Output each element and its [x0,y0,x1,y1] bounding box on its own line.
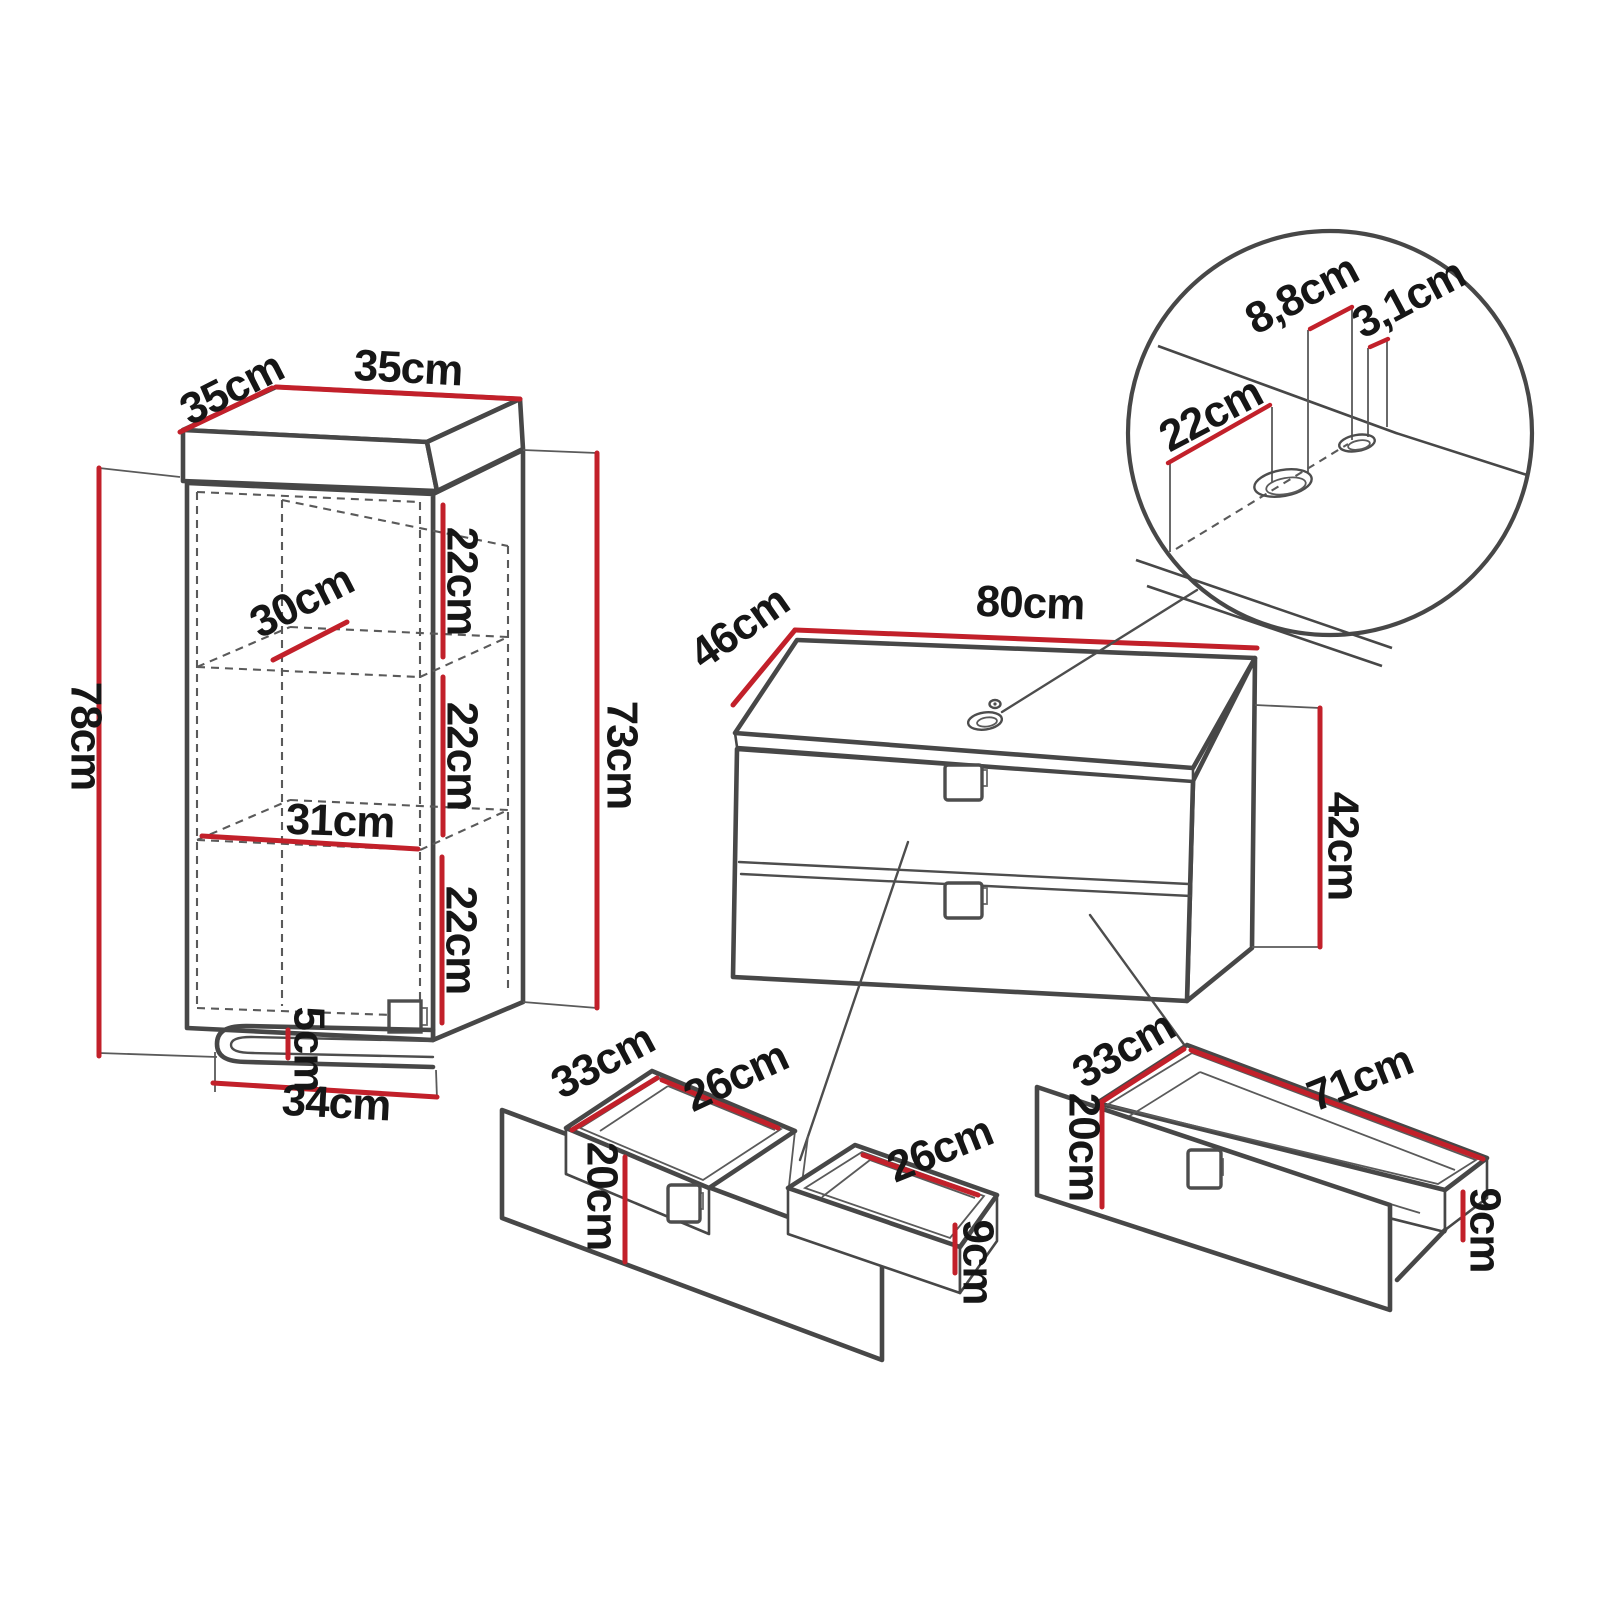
tall-cabinet-extension-lines [98,449,598,1100]
vanity-extension-top [1254,704,1321,709]
detail-hole-axis-dashed [1175,443,1349,550]
tall-cabinet-handle [387,999,423,1034]
measure-shelf-width [199,833,421,852]
measure-dd-left-width [659,1077,781,1131]
label-compartment-3: 22cm [436,886,485,995]
detail-surface-back-edge [1157,344,1528,477]
detail-hole-large [1253,468,1313,498]
measure-bottom-width [210,1080,440,1100]
label-vanity-height: 42cm [1318,792,1367,901]
tall-cabinet: 35cm 35cm 78cm 73cm 22cm 22cm 22cm 30cm … [61,341,646,1131]
divided-drawer: 33cm 26cm 20cm 26cm 9cm [499,1014,1002,1363]
vanity-drawer-gap-line-1 [737,860,1191,886]
label-wd-box-height: 9cm [1460,1187,1509,1272]
measure-vanity-width [792,627,1260,651]
detail-holes [1253,433,1376,498]
label-bottom-gap: 5cm [284,1006,333,1091]
vanity-handle-1 [943,763,984,802]
measure-dd-right-width [860,1152,981,1198]
measure-top-depth [177,385,275,435]
measure-top-width [273,384,523,402]
detail-surface-front-edge-1 [1135,558,1393,650]
detail-measure-lines [1165,304,1391,466]
leader-to-hole-detail [1000,588,1199,714]
label-bottom-width: 34cm [281,1076,392,1131]
label-wd-front-height: 20cm [1059,1093,1108,1202]
measure-hole-spacing [1307,304,1355,332]
divided-drawer-handle [666,1183,702,1224]
vanity-handle-2 [943,881,984,920]
label-compartment-1: 22cm [437,527,486,636]
hole-detail-circle: 22cm 8,8cm 3,1cm [1125,228,1535,668]
measure-vanity-depth [730,627,798,708]
tall-cabinet-bottom-rail [214,1023,436,1070]
measure-edge-offset [1165,402,1273,466]
divided-drawer-measure-lines [569,1075,981,1276]
vanity-top-holes [966,698,1004,731]
plumbing-hole [966,711,1004,731]
label-dd-box-height: 9cm [953,1219,1002,1304]
wide-drawer: 33cm 71cm 20cm 9cm [1034,1001,1509,1313]
leader-to-wide-drawer [1088,913,1190,1052]
measure-shelf-depth [270,619,350,663]
label-vanity-width: 80cm [975,577,1085,630]
measure-hole-diameter [1367,336,1391,350]
label-shelf-width: 31cm [285,795,395,848]
detail-surface-front-edge-2 [1146,584,1383,668]
wide-drawer-handle [1186,1148,1223,1190]
detail-hole-small [1338,433,1376,453]
wide-drawer-front-panel [1034,1084,1393,1313]
label-top-width: 35cm [353,341,464,396]
detail-circle-outline [1125,228,1535,638]
label-compartment-2: 22cm [437,702,486,811]
measure-wd-width [1188,1047,1486,1162]
fixing-hole [988,698,1002,710]
tall-cabinet-top-front-edge [180,427,440,494]
label-dd-front-height: 20cm [577,1142,626,1251]
label-outer-height: 78cm [61,682,110,791]
detail-measure-verticals [1169,308,1388,552]
measure-wd-depth [1097,1046,1187,1106]
label-inner-height: 73cm [597,701,646,810]
tall-cabinet-front-face [184,480,436,1043]
leader-to-divided-drawer [798,840,910,1162]
divided-drawer-divider-edge-1 [788,1130,796,1187]
tall-cabinet-measure-lines [96,384,600,1100]
measure-dd-depth [569,1075,660,1133]
wide-drawer-measure-lines [1097,1046,1486,1243]
tall-cabinet-top-right-edge [424,396,526,494]
